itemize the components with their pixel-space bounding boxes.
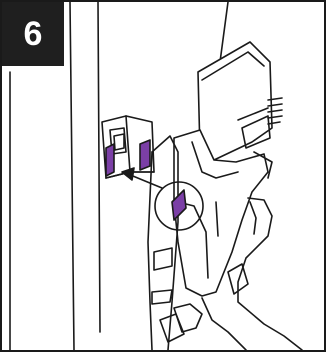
wall-bracket-icon — [102, 116, 154, 178]
wall-line-panel — [98, 2, 100, 332]
wall-line-inner — [70, 2, 74, 350]
arrow-icon — [122, 168, 162, 188]
vacuum-handle-icon — [148, 42, 302, 350]
step-number-badge: 6 — [2, 2, 64, 66]
wall-line-right — [220, 2, 228, 62]
